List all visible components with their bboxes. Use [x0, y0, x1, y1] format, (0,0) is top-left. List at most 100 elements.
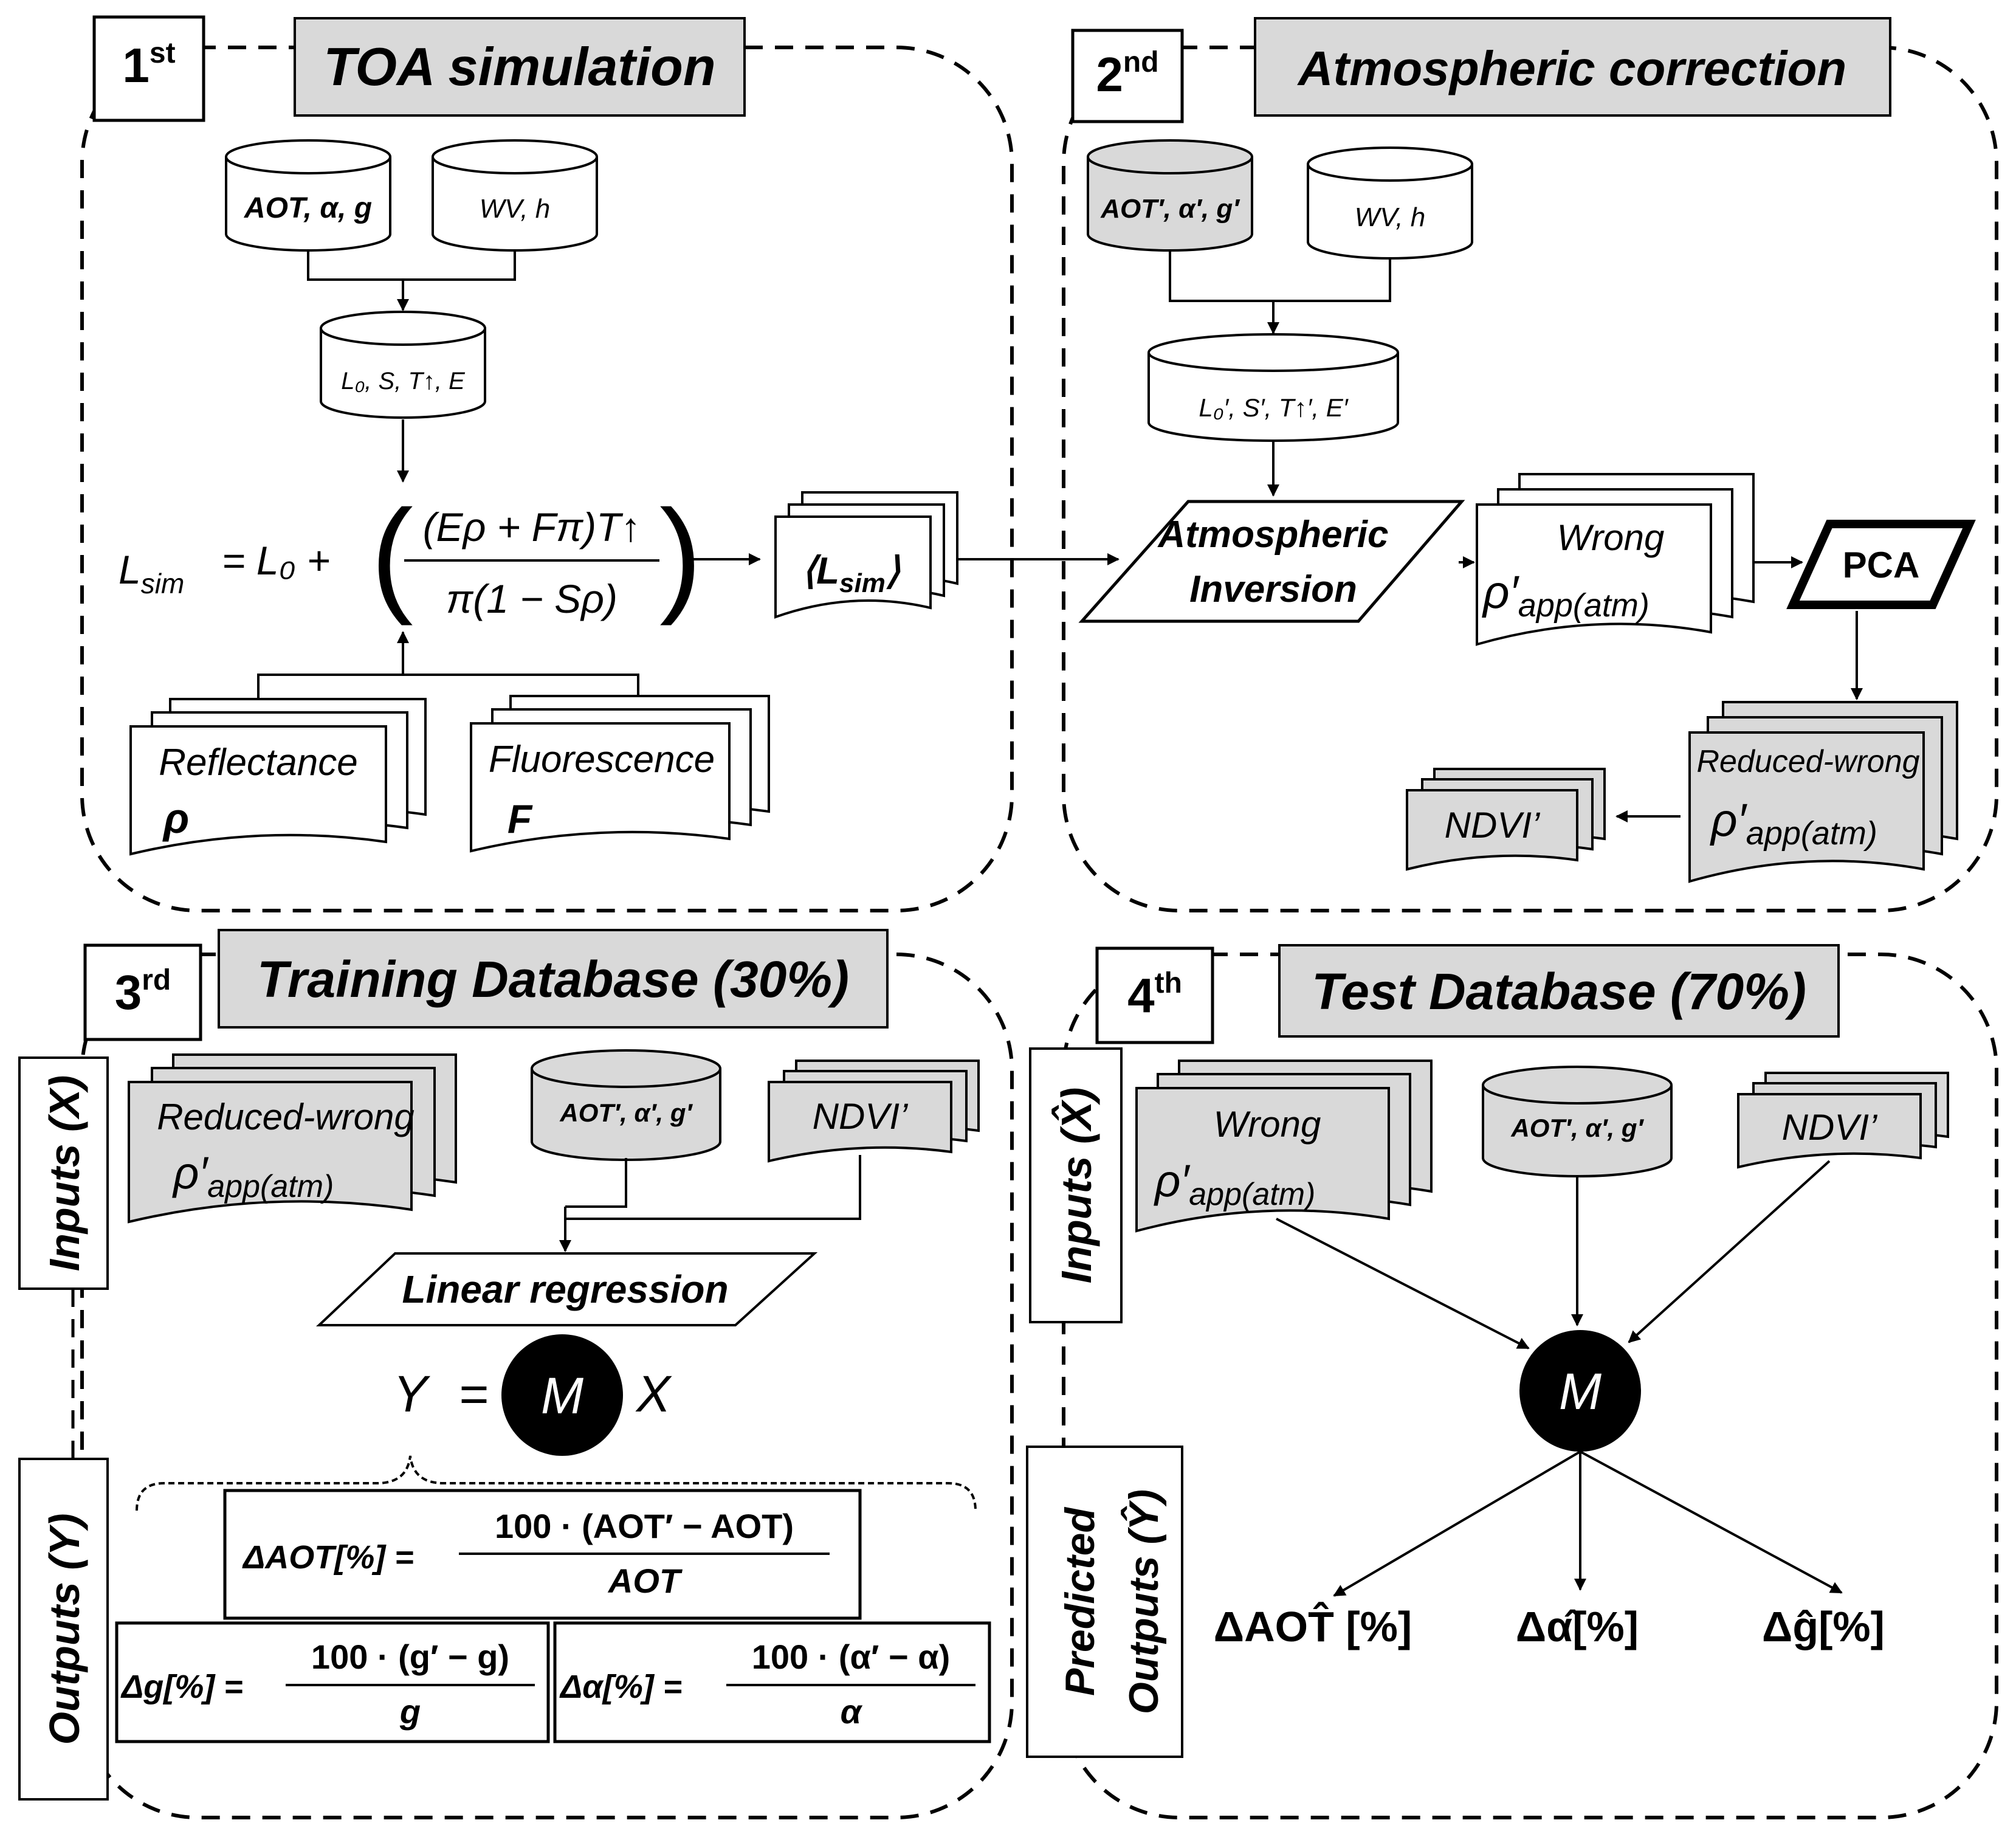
svg-text:α: α [841, 1692, 863, 1731]
svg-text:Wrong: Wrong [1214, 1104, 1321, 1145]
svg-text:ρ′app(atm): ρ′app(atm) [1154, 1156, 1315, 1212]
title-test-database: Test Database (70%) [1312, 963, 1806, 1020]
training-reduced-wrong-document-stack: Reduced-wrong ρ′app(atm) [128, 1053, 457, 1224]
svg-text:Y: Y [393, 1365, 431, 1422]
svg-text:1st: 1st [122, 37, 175, 92]
step-1-badge: 1st [92, 15, 205, 122]
svg-text:AOT: AOT [607, 1562, 683, 1600]
delta-alpha-formula: Δα[%] = 100 · (α′ − α) α [553, 1621, 991, 1743]
svg-text:Inputs (X): Inputs (X) [41, 1075, 88, 1272]
svg-text:⟨Lsim⟩: ⟨Lsim⟩ [802, 550, 901, 598]
svg-text:Atmospheric: Atmospheric [1157, 514, 1389, 556]
wrong-reflectance-document-stack: Wrong ρ′app(atm) [1476, 473, 1755, 646]
title-training-database: Training Database (30%) [257, 951, 849, 1008]
ndvi-document-stack: NDVI’ [1406, 768, 1606, 871]
svg-text:AOT, α, g: AOT, α, g [244, 192, 372, 224]
radiance-equation: Lsim = L₀ + ( (Eρ + Fπ)T↑ π(1 − Sρ) ) [119, 483, 702, 626]
svg-text:ρ′app(atm): ρ′app(atm) [1710, 794, 1877, 852]
svg-text:Δα[%] =: Δα[%] = [559, 1669, 682, 1705]
step-4-badge: 4th [1095, 946, 1214, 1044]
svg-text:Reflectance: Reflectance [159, 742, 357, 784]
svg-text:F: F [507, 796, 533, 841]
inputs-x-hat-side-label: Inputs (X̂) [1029, 1047, 1123, 1323]
svg-text:X: X [635, 1365, 672, 1422]
database-aerosol-icon: AOT, α, g [225, 139, 391, 252]
svg-text:M: M [1559, 1363, 1601, 1420]
delta-aot-formula: ΔAOT[%] = 100 · (AOT′ − AOT) AOT [223, 1489, 862, 1620]
svg-text:NDVI’: NDVI’ [1445, 805, 1541, 846]
svg-text:Inversion: Inversion [1189, 568, 1357, 610]
svg-text:Δg[%] =: Δg[%] = [120, 1669, 243, 1705]
svg-text:g: g [399, 1692, 421, 1731]
svg-text:AOT′, α′, g′: AOT′, α′, g′ [559, 1098, 693, 1127]
svg-text:Lsim: Lsim [119, 547, 184, 599]
svg-text:=: = [459, 1365, 489, 1422]
step-2-badge: 2nd [1071, 29, 1184, 123]
svg-text:π(1 − Sρ): π(1 − Sρ) [446, 576, 618, 621]
svg-text:ΔAOT[%] =: ΔAOT[%] = [242, 1539, 414, 1576]
training-database-aerosol-icon: AOT′, α′, g′ [531, 1049, 721, 1161]
training-ndvi-document-stack: NDVI’ [768, 1060, 980, 1163]
reflectance-document-stack: Reflectance ρ [129, 698, 427, 856]
svg-text:NDVI’: NDVI’ [1782, 1107, 1878, 1148]
svg-text:AOT′, α′, g′: AOT′, α′, g′ [1510, 1114, 1644, 1142]
delta-g-formula: Δg[%] = 100 · (g′ − g) g [115, 1621, 550, 1743]
reduced-wrong-reflectance-document-stack: Reduced-wrong ρ′app(atm) [1688, 701, 1958, 883]
svg-text:NDVI’: NDVI’ [813, 1096, 909, 1137]
svg-text:2nd: 2nd [1096, 46, 1158, 102]
svg-text:100 · (α′ − α): 100 · (α′ − α) [752, 1638, 951, 1676]
test-database-aerosol-icon: AOT′, α′, g′ [1482, 1066, 1673, 1177]
svg-text:PCA: PCA [1843, 545, 1920, 585]
svg-text:Linear regression: Linear regression [402, 1267, 728, 1311]
svg-text:Outputs (Ŷ): Outputs (Ŷ) [1120, 1489, 1167, 1714]
svg-text:Fluorescence: Fluorescence [489, 739, 715, 781]
svg-text:WV, h: WV, h [480, 194, 551, 224]
svg-text:Reduced-wrong: Reduced-wrong [1696, 744, 1919, 779]
step-3-badge: 3rd [83, 943, 202, 1041]
svg-text:M: M [541, 1367, 583, 1424]
svg-text:ρ′app(atm): ρ′app(atm) [1482, 567, 1650, 624]
fluorescence-document-stack: Fluorescence F [470, 695, 770, 853]
svg-text:Inputs (X̂): Inputs (X̂) [1051, 1087, 1100, 1284]
atmospheric-inversion-process: Atmospheric Inversion [1078, 500, 1465, 623]
outputs-y-side-label: Outputs (Y) [18, 1458, 109, 1801]
simulated-radiance-document-stack: ⟨Lsim⟩ [774, 491, 958, 619]
title-toa-simulation: TOA simulation [323, 36, 715, 97]
svg-text:(: ( [371, 483, 413, 626]
database-wv-icon: WV, h [432, 139, 598, 252]
inputs-x-side-label: Inputs (X) [18, 1056, 109, 1290]
database-atmospheric-params-perturbed-icon: L₀′, S′, T↑′, E′ [1147, 333, 1399, 442]
svg-text:100 · (g′ − g): 100 · (g′ − g) [311, 1638, 509, 1676]
svg-text:): ) [659, 483, 702, 626]
svg-text:L₀, S, T↑, E: L₀, S, T↑, E [341, 368, 466, 395]
regression-model-equation: Y = M X [393, 1334, 672, 1456]
model-m-circle [501, 1334, 623, 1456]
svg-text:L₀′, S′, T↑′, E′: L₀′, S′, T↑′, E′ [1199, 393, 1349, 422]
predicted-delta-alpha-label: Δα̂[%] [1516, 1603, 1639, 1650]
svg-text:Reduced-wrong: Reduced-wrong [157, 1097, 415, 1137]
linear-regression-process: Linear regression [315, 1252, 818, 1326]
svg-text:100 · (AOT′ − AOT): 100 · (AOT′ − AOT) [495, 1507, 794, 1545]
svg-text:Outputs (Y): Outputs (Y) [41, 1513, 88, 1745]
svg-text:WV, h: WV, h [1355, 202, 1426, 232]
svg-text:4th: 4th [1127, 967, 1182, 1022]
outputs-brace [136, 1455, 977, 1511]
test-ndvi-document-stack: NDVI’ [1737, 1072, 1949, 1169]
predicted-delta-g-label: Δĝ[%] [1762, 1603, 1885, 1650]
svg-text:AOT′, α′, g′: AOT′, α′, g′ [1100, 194, 1240, 224]
svg-text:3rd: 3rd [115, 964, 171, 1019]
svg-text:ρ: ρ [162, 794, 189, 842]
predicted-delta-aot-label: ΔAOT̂ [%] [1214, 1602, 1412, 1650]
database-aerosol-perturbed-icon: AOT′, α′, g′ [1087, 139, 1253, 252]
pca-process: PCA [1786, 520, 1976, 609]
database-wv-icon-2: WV, h [1307, 146, 1473, 260]
test-wrong-reflectance-document-stack: Wrong ρ′app(atm) [1135, 1060, 1433, 1233]
svg-text:(Eρ + Fπ)T↑: (Eρ + Fπ)T↑ [423, 505, 641, 550]
test-model-m-node: M [1519, 1330, 1641, 1452]
svg-text:= L₀ +: = L₀ + [222, 538, 330, 583]
svg-text:Predicted: Predicted [1057, 1507, 1103, 1696]
database-atmospheric-params-icon: L₀, S, T↑, E [320, 311, 486, 419]
predicted-outputs-side-label: Predicted Outputs (Ŷ) [1026, 1446, 1183, 1758]
svg-text:ρ′app(atm): ρ′app(atm) [172, 1148, 334, 1204]
